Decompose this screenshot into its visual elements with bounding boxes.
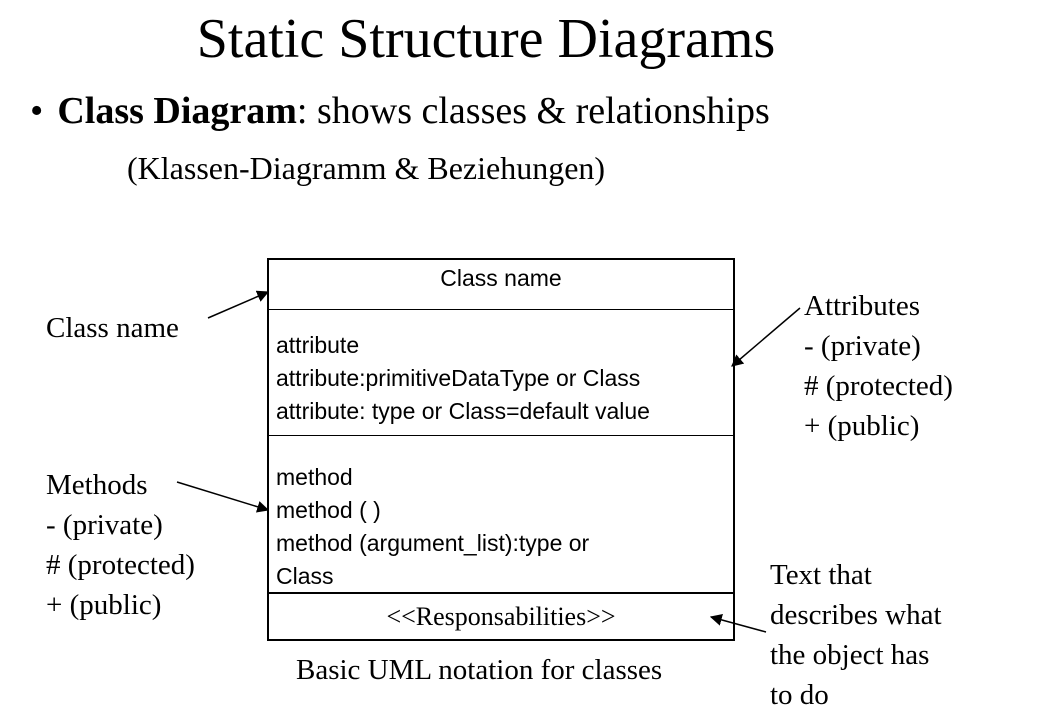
- attributes-label: Attributes - (private) # (protected) + (…: [804, 286, 953, 446]
- bullet-icon: •: [30, 90, 44, 132]
- class-name-arrow: [207, 290, 270, 319]
- responsibilities-compartment: <<Responsabilities>>: [269, 594, 733, 641]
- attribute-line: attribute:primitiveDataType or Class: [276, 365, 641, 391]
- methods-label: Methods - (private) # (protected) + (pub…: [46, 465, 195, 625]
- attribute-line: attribute: [276, 332, 360, 358]
- methods-label-line: - (private): [46, 509, 163, 541]
- bullet-point: • Class Diagram: shows classes & relation…: [30, 88, 770, 134]
- responsibilities-label-line: to do: [770, 679, 829, 711]
- attributes-arrow: [731, 307, 801, 367]
- method-line: method: [276, 464, 353, 490]
- attributes-label-line: Attributes: [804, 290, 920, 322]
- methods-arrow: [176, 481, 270, 513]
- attributes-label-line: - (private): [804, 330, 921, 362]
- slide-title: Static Structure Diagrams: [196, 8, 776, 70]
- responsibilities-arrow: [709, 614, 767, 633]
- class-name-text: Class name: [440, 265, 562, 291]
- method-line: Class: [276, 563, 334, 589]
- method-line: method ( ): [276, 497, 381, 523]
- diagram-caption: Basic UML notation for classes: [296, 654, 663, 686]
- method-line: method (argument_list):type or: [276, 530, 590, 556]
- class-name-compartment: Class name: [269, 260, 733, 310]
- methods-label-line: # (protected): [46, 549, 195, 581]
- responsibilities-label-line: Text that: [770, 559, 872, 591]
- attribute-line: attribute: type or Class=default value: [276, 398, 650, 424]
- methods-compartment: method method ( ) method (argument_list)…: [269, 436, 733, 594]
- bullet-term: Class Diagram: [57, 90, 297, 132]
- class-name-label: Class name: [46, 312, 179, 344]
- responsibilities-label-line: describes what: [770, 599, 942, 631]
- bullet-description: : shows classes & relationships: [296, 90, 770, 132]
- responsibilities-label: Text that describes what the object has …: [770, 555, 942, 715]
- methods-label-line: Methods: [46, 469, 148, 501]
- attributes-label-line: # (protected): [804, 370, 953, 402]
- uml-class-box: Class name attribute attribute:primitive…: [267, 258, 735, 641]
- methods-label-line: + (public): [46, 589, 162, 621]
- responsibilities-text: <<Responsabilities>>: [386, 602, 616, 631]
- attributes-compartment: attribute attribute:primitiveDataType or…: [269, 310, 733, 436]
- german-subtitle: (Klassen-Diagramm & Beziehungen): [127, 150, 606, 186]
- attributes-label-line: + (public): [804, 410, 920, 442]
- responsibilities-label-line: the object has: [770, 639, 930, 671]
